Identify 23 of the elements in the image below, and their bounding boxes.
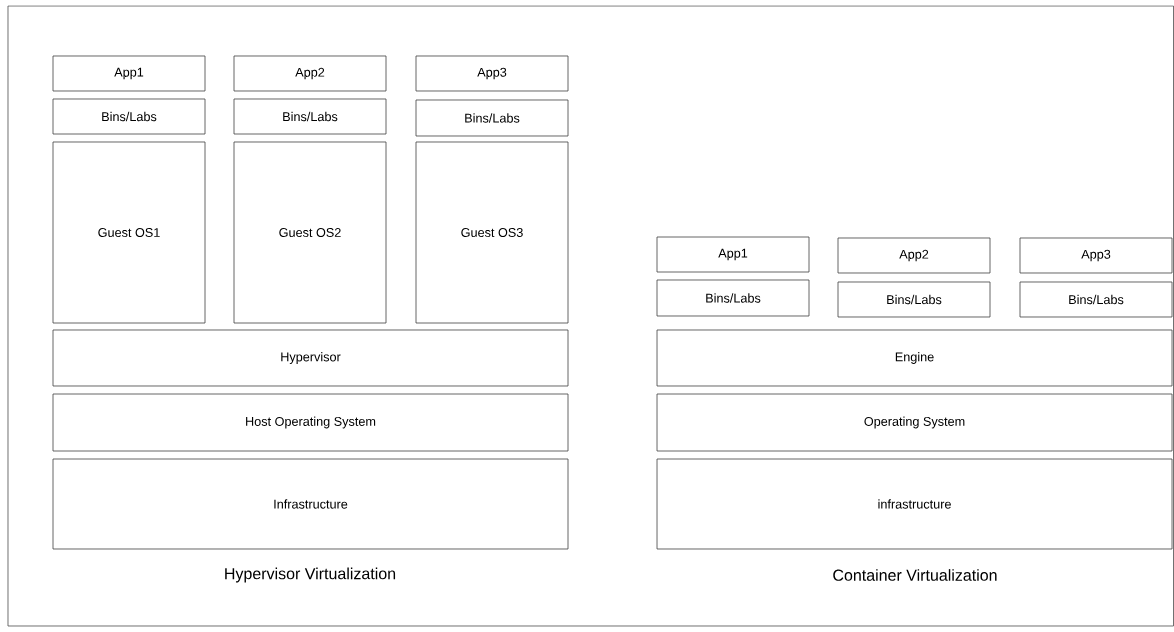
layer-box: App1 — [52, 55, 206, 92]
layer-box: Infrastructure — [52, 458, 569, 550]
layer-box: infrastructure — [656, 458, 1173, 550]
layer-box: Guest OS1 — [52, 141, 206, 324]
layer-box: Operating System — [656, 393, 1173, 452]
layer-box: Bins/Labs — [233, 98, 387, 135]
diagram-caption: Hypervisor Virtualization — [225, 567, 396, 583]
layer-box: App2 — [837, 237, 991, 274]
layer-box: Engine — [656, 329, 1173, 387]
layer-box: Bins/Labs — [415, 99, 569, 137]
layer-box: Bins/Labs — [52, 98, 206, 135]
layer-box: Bins/Labs — [837, 281, 991, 318]
diagram-caption: Container Virtualization — [833, 569, 997, 581]
layer-box: App2 — [233, 55, 387, 92]
layer-box: App3 — [1019, 237, 1173, 274]
layer-box: Bins/Labs — [1019, 281, 1173, 318]
layer-box: Host Operating System — [52, 393, 569, 452]
layer-box: Hypervisor — [52, 329, 569, 387]
layer-box: Bins/Labs — [656, 279, 810, 317]
layer-box: App1 — [656, 236, 810, 273]
layer-box: Guest OS3 — [415, 141, 569, 324]
layer-box: App3 — [415, 55, 569, 92]
layer-box: Guest OS2 — [233, 141, 387, 324]
